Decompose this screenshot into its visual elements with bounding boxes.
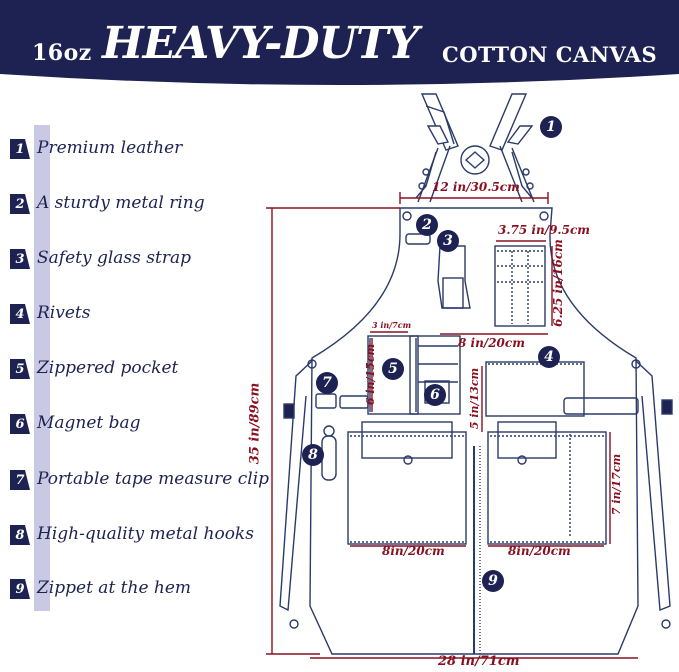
dim-mid-height: 5 in/13cm (468, 367, 482, 430)
apron-diagram: 12 in/30.5cm 3.75 in/9.5cm 6.25 in/16cm … (247, 86, 679, 672)
title-suffix: COTTON CANVAS (442, 42, 658, 67)
feature-badge: 2 (10, 194, 30, 214)
marker-2: 2 (416, 214, 438, 236)
title-prefix: 16oz (32, 40, 92, 66)
marker-3: 3 (437, 230, 459, 252)
apron-outline (266, 93, 673, 659)
dim-right-pocket-width: 8in/20cm (508, 544, 571, 558)
banner-background (0, 0, 679, 85)
feature-badge: 6 (10, 414, 30, 434)
feature-label: Portable tape measure clip (37, 469, 270, 489)
feature-label: Rivets (37, 303, 91, 323)
marker-9: 9 (482, 570, 504, 592)
marker-4: 4 (538, 346, 560, 368)
feature-badge: 8 (10, 525, 30, 545)
dim-small-pocket-height: 6 in/15cm (364, 343, 378, 406)
dim-right-pocket-height: 7 in/17cm (610, 453, 624, 516)
feature-label: A sturdy metal ring (37, 193, 205, 213)
header-banner: 16oz HEAVY-DUTY COTTON CANVAS (0, 0, 679, 86)
dim-small-pocket-width: 3 in/7cm (372, 320, 412, 330)
marker-6: 6 (424, 384, 446, 406)
feature-badge: 4 (10, 304, 30, 324)
feature-badge: 1 (10, 139, 30, 159)
feature-label: Safety glass strap (37, 248, 191, 268)
dim-top-pocket-height: 6.25 in/16cm (550, 239, 565, 327)
dim-left-pocket-width: 8in/20cm (382, 544, 445, 558)
dim-top-pocket-width: 3.75 in/9.5cm (498, 223, 590, 237)
dim-total-width: 28 in/71cm (438, 654, 520, 669)
marker-1: 1 (540, 116, 562, 138)
feature-label: Magnet bag (37, 413, 141, 433)
feature-label: Zippet at the hem (37, 578, 192, 598)
dim-chest-pocket-width: 8 in/20cm (458, 336, 525, 350)
feature-label: Premium leather (37, 138, 183, 158)
dim-total-length: 35 in/89cm (247, 382, 263, 465)
dim-neck-width: 12 in/30.5cm (432, 180, 520, 194)
feature-badge: 9 (10, 579, 30, 599)
header-title: 16oz HEAVY-DUTY COTTON CANVAS (0, 6, 679, 76)
marker-7: 7 (316, 372, 338, 394)
marker-8: 8 (302, 444, 324, 466)
feature-badge: 7 (10, 470, 30, 490)
title-main: HEAVY-DUTY (102, 18, 419, 69)
marker-5: 5 (382, 358, 404, 380)
feature-label: High-quality metal hooks (37, 524, 254, 544)
feature-badge: 3 (10, 249, 30, 269)
feature-badge: 5 (10, 359, 30, 379)
feature-list-bar (34, 125, 50, 611)
feature-label: Zippered pocket (37, 358, 179, 378)
